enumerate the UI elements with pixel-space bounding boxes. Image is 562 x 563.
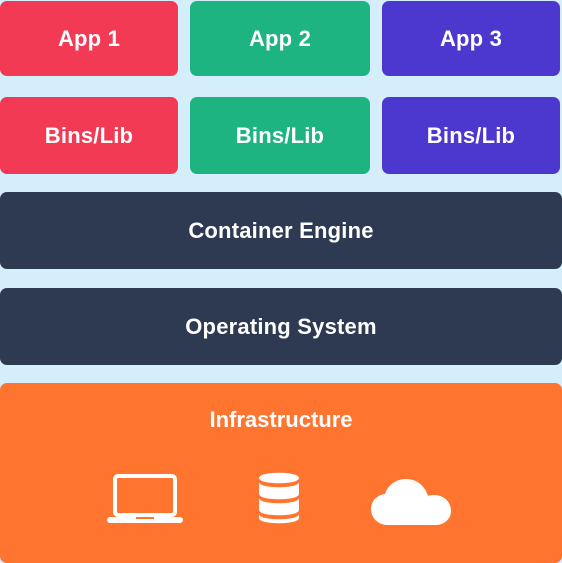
app-2-label: App 2 [248, 25, 312, 51]
app-3-block: App 3 [382, 1, 560, 76]
bins-lib-2-label: Bins/Lib [235, 122, 325, 148]
container-engine-label: Container Engine [188, 217, 374, 243]
bins-lib-2-block: Bins/Lib [190, 97, 370, 174]
infrastructure-label: Infrastructure [209, 407, 353, 432]
app-2-block: App 2 [190, 1, 370, 76]
app-1-label: App 1 [57, 25, 121, 51]
cloud-icon [371, 479, 451, 525]
infrastructure-block: Infrastructure [0, 383, 562, 563]
database-icon [259, 472, 299, 524]
laptop-icon [107, 474, 183, 523]
app-1-block: App 1 [0, 1, 178, 76]
bins-lib-1-label: Bins/Lib [44, 122, 134, 148]
bins-lib-3-label: Bins/Lib [426, 122, 516, 148]
bins-lib-3-block: Bins/Lib [382, 97, 560, 174]
operating-system-label: Operating System [185, 313, 377, 339]
operating-system-block: Operating System [0, 288, 562, 365]
app-3-label: App 3 [439, 25, 503, 51]
container-engine-block: Container Engine [0, 192, 562, 269]
bins-lib-1-block: Bins/Lib [0, 97, 178, 174]
